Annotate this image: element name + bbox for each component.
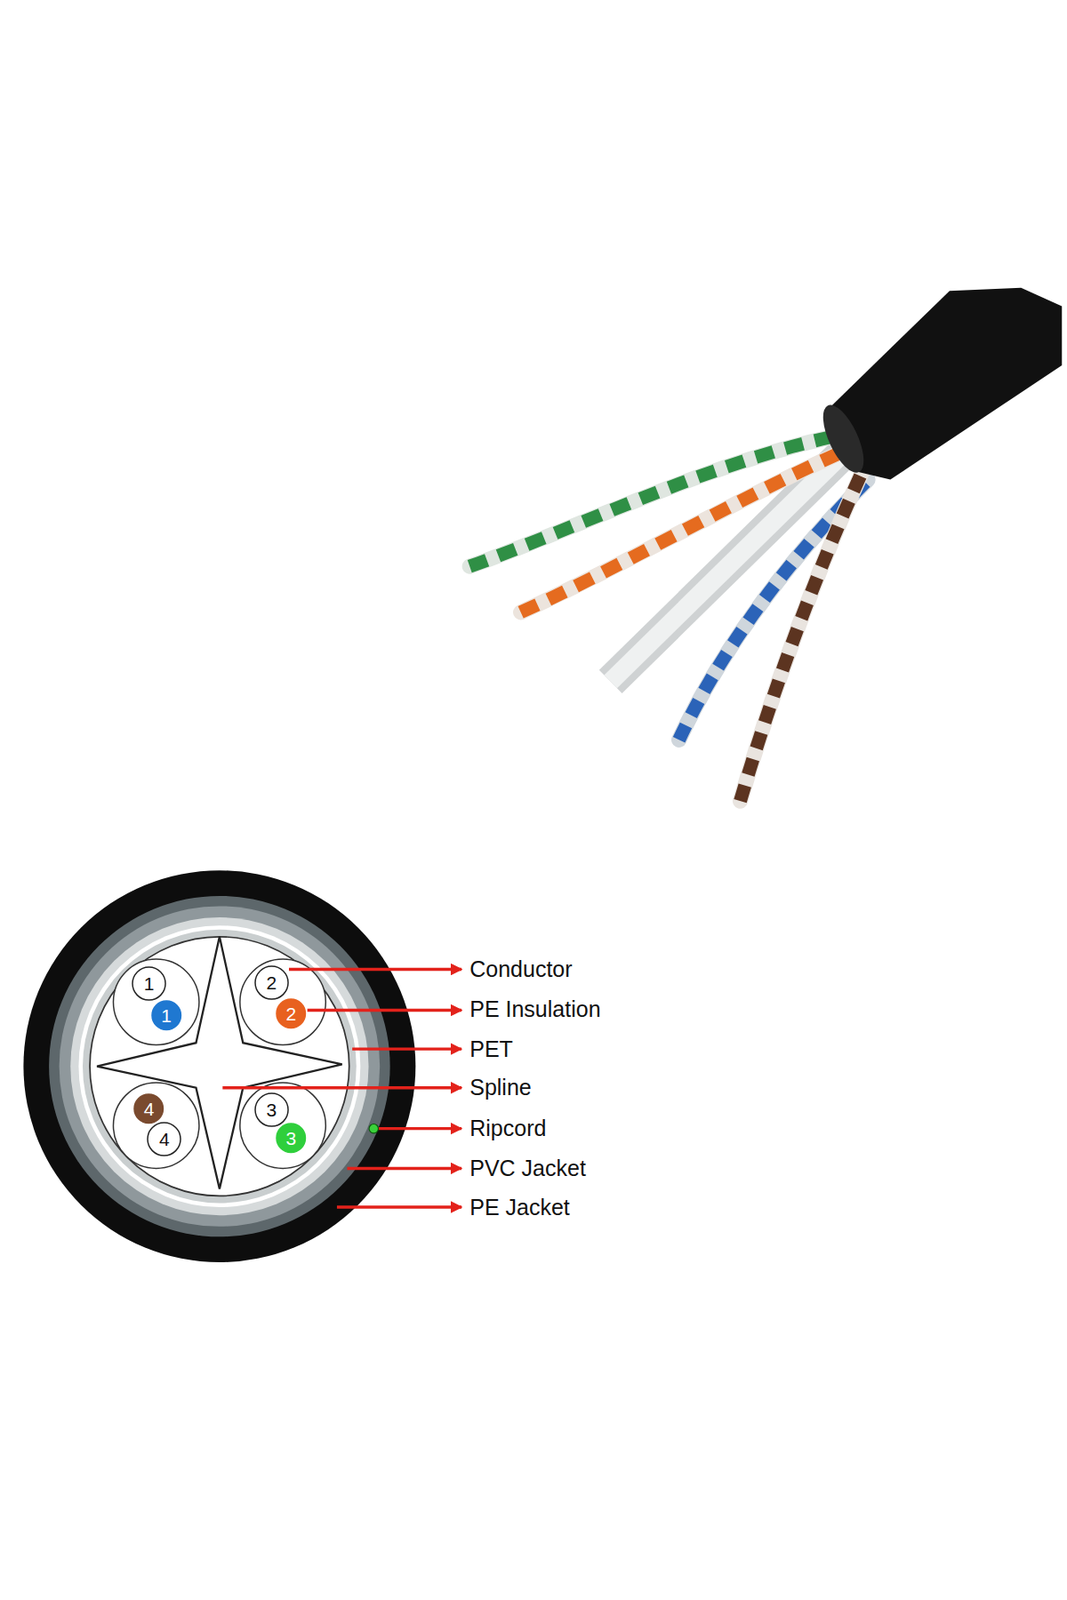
orange-pair-base [521, 454, 838, 613]
wire-number-circle: 2 [275, 998, 306, 1029]
pe-jacket-ring [23, 870, 416, 1263]
part-name: PE Insulation [469, 997, 601, 1023]
spline-strip-face [610, 447, 851, 682]
core-area [89, 937, 350, 1197]
circle-shape [147, 1123, 181, 1156]
wire-number: 4 [159, 1130, 170, 1149]
leader-arrow [378, 1127, 462, 1131]
spline-star [96, 937, 343, 1190]
leader-arrow [352, 1047, 462, 1051]
pair-outline [240, 1083, 326, 1169]
wire-number-circle: 4 [146, 1122, 182, 1157]
circle-shape [255, 1093, 289, 1127]
wire-number: 1 [160, 1006, 172, 1026]
orange-pair-twist [521, 454, 838, 613]
wire-number-circle: 4 [133, 1093, 164, 1124]
pet-gap [78, 925, 361, 1208]
wire-number: 2 [266, 973, 278, 993]
cable-jacket [828, 288, 1062, 481]
leader-arrow [307, 1009, 462, 1012]
circle-shape [134, 1094, 163, 1124]
wire-number: 3 [266, 1100, 278, 1120]
pair-outline [112, 959, 199, 1045]
spline-strip [610, 447, 851, 682]
wire-number: 1 [144, 974, 155, 994]
wire-number-circle: 1 [151, 1000, 182, 1031]
circle-shape [152, 1001, 181, 1030]
circle-shape [132, 967, 166, 1001]
part-name: Conductor [469, 957, 572, 983]
pair-outline [112, 1083, 199, 1169]
wire-number-circle: 1 [131, 966, 167, 1002]
leader-arrows [222, 970, 462, 1208]
wire-number: 3 [285, 1129, 297, 1148]
part-name: PET [469, 1037, 514, 1063]
wire-number: 2 [285, 1004, 297, 1024]
part-name: PVC Jacket [469, 1156, 586, 1182]
ripcord-dot [369, 1123, 378, 1133]
part-name: Spline [469, 1075, 532, 1101]
circle-shape [255, 966, 289, 1000]
cable-photo [469, 288, 1062, 802]
leader-arrow [288, 968, 462, 971]
part-name: PE Jacket [469, 1195, 570, 1221]
leader-arrow [222, 1086, 462, 1090]
wire-number: 4 [144, 1099, 155, 1119]
leader-arrow [336, 1205, 462, 1209]
pvc-jacket-ring [48, 896, 391, 1237]
cross-section [23, 870, 416, 1263]
leader-arrow [346, 1167, 462, 1171]
pvc-jacket-ring-inner [59, 906, 381, 1227]
part-name: Ripcord [469, 1116, 546, 1142]
pair-outline [240, 959, 326, 1045]
wire-number-circle: 3 [254, 1092, 289, 1128]
jacket-cut-face [814, 399, 872, 478]
pet-ring-outer [70, 917, 369, 1216]
wire-number-circle: 2 [254, 965, 289, 1001]
circle-shape [276, 999, 305, 1028]
wire-number-circle: 3 [275, 1123, 306, 1154]
circle-shape [276, 1123, 305, 1153]
